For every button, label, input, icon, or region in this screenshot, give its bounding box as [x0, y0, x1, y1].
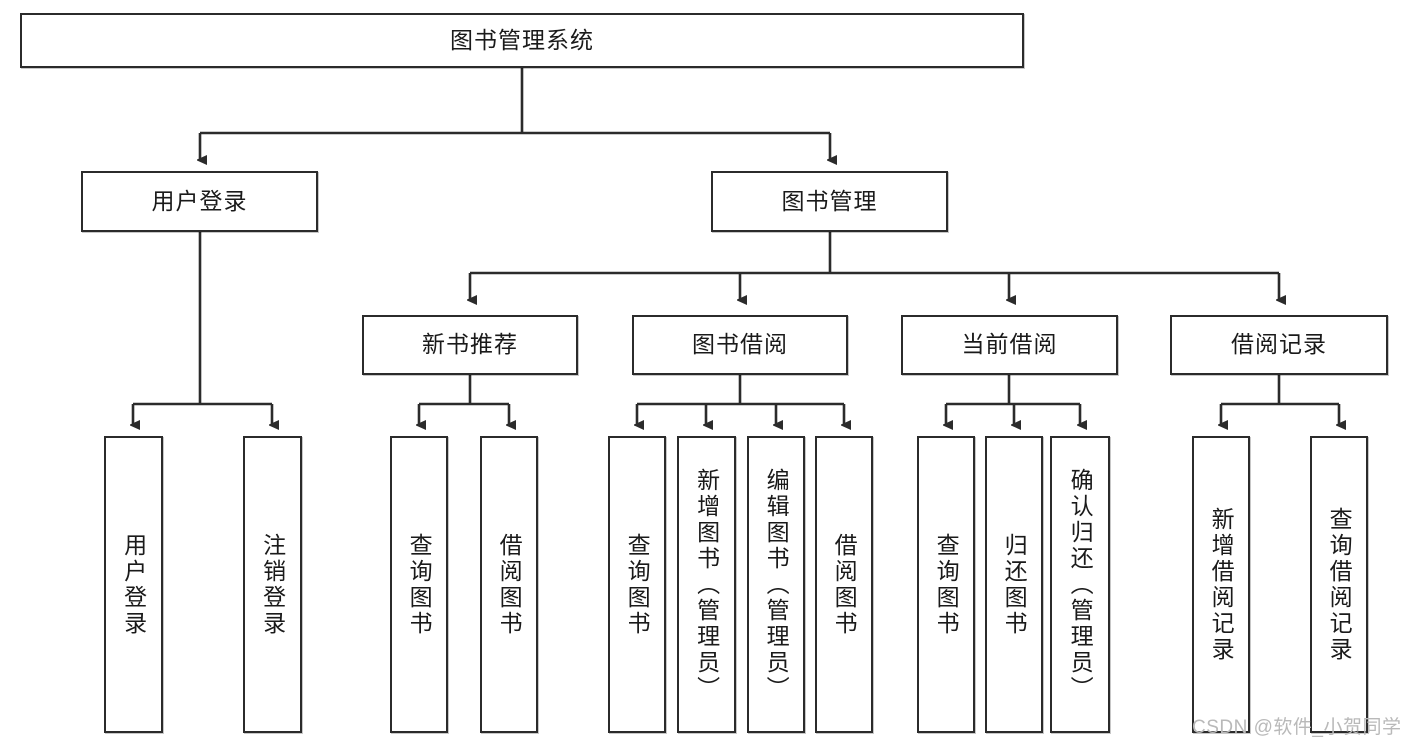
watermark-text: CSDN @软件_小贺同学	[1192, 717, 1402, 738]
leaf-add-book-admin[interactable]: 新增图书（管理员）	[677, 436, 736, 733]
node-borrow-record-label: 借阅记录	[1231, 331, 1327, 358]
node-new-book-recommend[interactable]: 新书推荐	[362, 315, 578, 375]
node-book-borrow-label: 图书借阅	[692, 331, 788, 358]
node-user-login[interactable]: 用户登录	[81, 171, 318, 232]
leaf-user-logout[interactable]: 注销登录	[243, 436, 302, 733]
leaf-borrow-book[interactable]: 借阅图书	[815, 436, 873, 733]
leaf-edit-book-admin[interactable]: 编辑图书（管理员）	[747, 436, 805, 733]
node-borrow-record[interactable]: 借阅记录	[1170, 315, 1388, 375]
leaf-user-login[interactable]: 用户登录	[104, 436, 163, 733]
leaf-confirm-return-admin-label: 确认归还（管理员）	[1067, 467, 1094, 702]
node-book-management-label: 图书管理	[781, 187, 878, 214]
node-current-borrow-label: 当前借阅	[961, 331, 1058, 358]
node-user-login-label: 用户登录	[151, 187, 248, 214]
leaf-confirm-return-admin[interactable]: 确认归还（管理员）	[1050, 436, 1110, 733]
leaf-add-borrow-record[interactable]: 新增借阅记录	[1192, 436, 1250, 733]
node-root-label: 图书管理系统	[450, 26, 594, 53]
leaf-query-borrow-record[interactable]: 查询借阅记录	[1310, 436, 1368, 733]
leaf-query-book-borrow[interactable]: 查询图书	[608, 436, 666, 733]
leaf-query-book-recommend-label: 查询图书	[406, 532, 433, 637]
leaf-borrow-book-recommend[interactable]: 借阅图书	[480, 436, 538, 733]
node-new-book-recommend-label: 新书推荐	[422, 331, 518, 358]
node-current-borrow[interactable]: 当前借阅	[901, 315, 1118, 375]
leaf-return-book-label: 归还图书	[1001, 532, 1028, 637]
leaf-borrow-book-recommend-label: 借阅图书	[496, 532, 523, 637]
leaf-edit-book-admin-label: 编辑图书（管理员）	[763, 467, 790, 702]
leaf-borrow-book-label: 借阅图书	[831, 532, 858, 637]
leaf-query-book-borrow-label: 查询图书	[624, 532, 651, 637]
leaf-user-login-label: 用户登录	[120, 532, 147, 637]
node-root-system[interactable]: 图书管理系统	[20, 13, 1024, 68]
leaf-user-logout-label: 注销登录	[259, 532, 286, 637]
leaf-query-book-recommend[interactable]: 查询图书	[390, 436, 448, 733]
leaf-return-book[interactable]: 归还图书	[985, 436, 1043, 733]
leaf-query-borrow-record-label: 查询借阅记录	[1326, 506, 1353, 663]
leaf-query-book-current[interactable]: 查询图书	[917, 436, 975, 733]
node-book-borrow[interactable]: 图书借阅	[632, 315, 848, 375]
leaf-add-book-admin-label: 新增图书（管理员）	[693, 467, 720, 702]
leaf-query-book-current-label: 查询图书	[933, 532, 960, 637]
leaf-add-borrow-record-label: 新增借阅记录	[1208, 506, 1235, 663]
node-book-management[interactable]: 图书管理	[711, 171, 948, 232]
